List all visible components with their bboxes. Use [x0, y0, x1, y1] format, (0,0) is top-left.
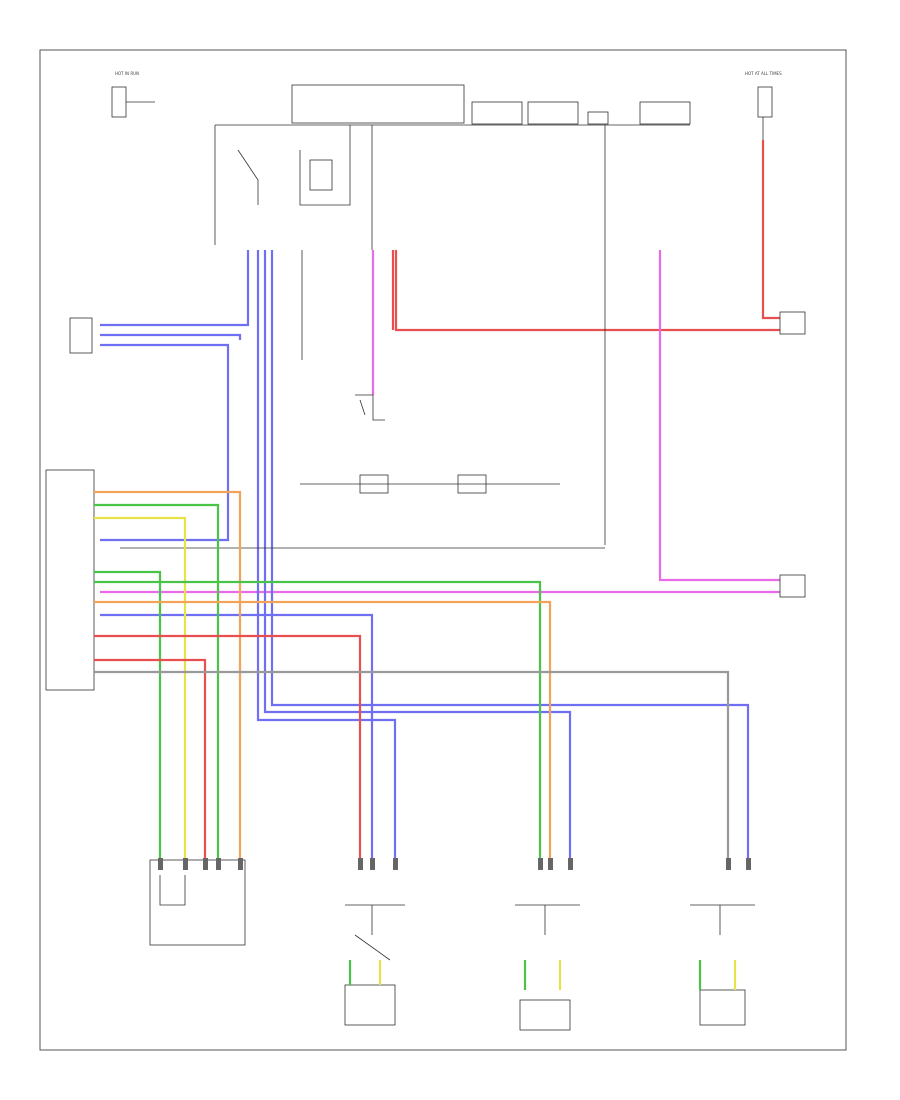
wire-blue-3	[263, 250, 572, 860]
red-feed	[391, 140, 780, 332]
wire-yellow-1	[94, 516, 187, 860]
wire-blue-2	[256, 250, 397, 860]
wire-green-3	[94, 580, 542, 860]
wire-green-2	[94, 570, 162, 860]
wire-red-1	[761, 140, 780, 320]
blue-bus	[100, 250, 750, 860]
fuse-right-label: HOT AT ALL TIMES	[745, 71, 782, 76]
module-wires	[94, 490, 730, 860]
middle-relays	[120, 474, 605, 549]
right-connectors	[779, 311, 806, 598]
wire-blue-6	[100, 343, 230, 542]
right-front-switch	[344, 904, 405, 1026]
control-module-box	[45, 469, 95, 691]
wire-magenta-2	[658, 250, 780, 582]
fuse-box-right: HOT AT ALL TIMES	[745, 71, 782, 118]
switch-pins	[158, 858, 751, 870]
left-front-switch	[149, 859, 246, 946]
fuse-left-label: HOT IN RUN	[115, 71, 139, 76]
wire-blue-7	[100, 613, 374, 860]
diagram-frame	[39, 49, 847, 1051]
right-rear-switch	[690, 904, 755, 1026]
gray-verticals	[301, 125, 606, 545]
magenta-group	[100, 250, 780, 594]
wire-red-2	[394, 250, 780, 332]
wire-orange-2	[94, 600, 552, 860]
wire-gray-1	[94, 670, 730, 860]
wire-red-4	[94, 634, 362, 860]
middle-switch	[355, 394, 385, 421]
wire-red-5	[94, 658, 207, 860]
fuse-box-left: HOT IN RUN	[111, 71, 155, 118]
wire-blue-4	[270, 250, 750, 860]
junction-block	[214, 84, 691, 245]
control-module	[45, 469, 95, 691]
wire-blue-5	[100, 333, 242, 340]
wire-orange-1	[94, 490, 242, 860]
wire-green-1	[94, 503, 220, 860]
left-rear-switch	[515, 904, 580, 1031]
wire-blue-1	[100, 250, 250, 327]
connector-left-top	[69, 317, 93, 354]
